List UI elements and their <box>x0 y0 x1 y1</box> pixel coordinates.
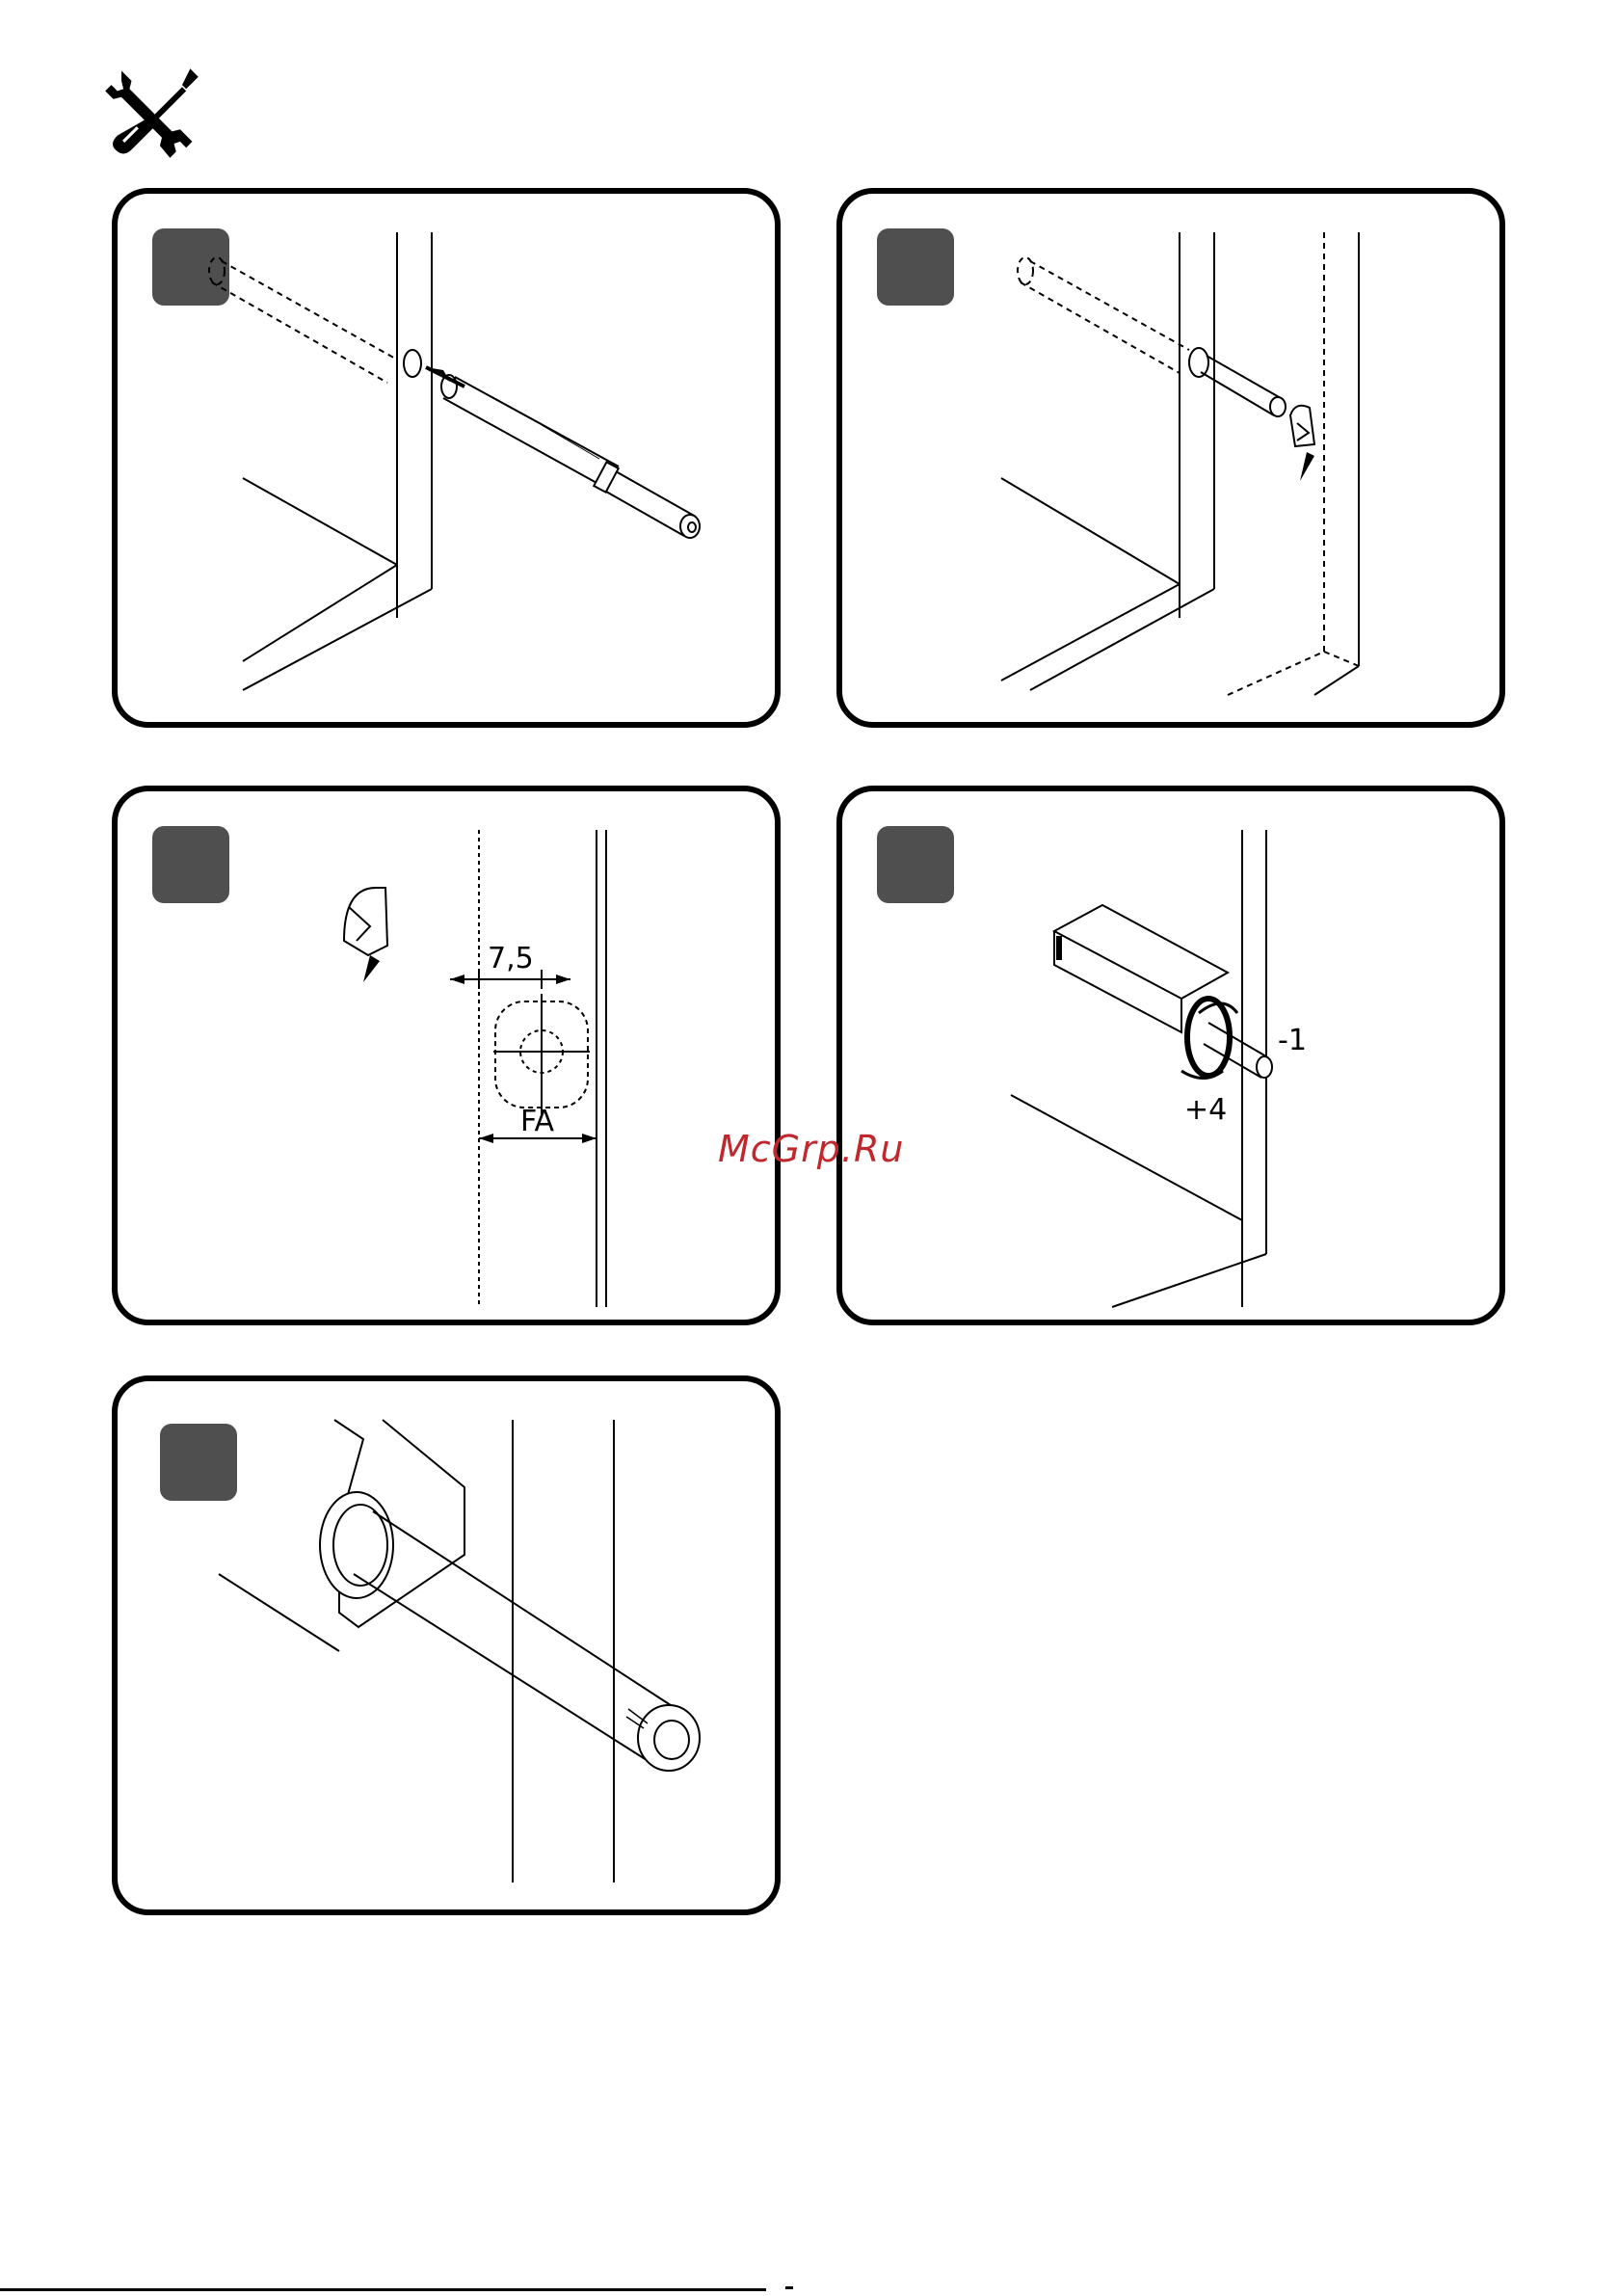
footer-rule <box>0 2288 766 2291</box>
step-3-panel: 7,5 FA <box>112 786 781 1325</box>
insert-pusher-illustration <box>118 194 781 728</box>
step-4-panel: -1 +4 <box>836 786 1505 1325</box>
pusher-detail-illustration <box>118 1381 781 1915</box>
drilling-position-illustration: 7,5 FA <box>118 791 781 1325</box>
step-5-panel <box>112 1375 781 1915</box>
step-2-panel <box>836 188 1505 728</box>
adjust-plus-label: +4 <box>1184 1093 1227 1127</box>
watermark-text: McGrp.Ru <box>718 1128 904 1170</box>
footer-mark <box>785 2286 793 2289</box>
adjust-pusher-illustration: -1 +4 <box>842 791 1505 1325</box>
screwdriver-wrench-icon <box>101 63 202 164</box>
adjust-minus-label: -1 <box>1278 1024 1307 1057</box>
press-pusher-illustration <box>842 194 1505 728</box>
dimension-7-5-label: 7,5 <box>488 942 534 975</box>
dimension-fa-label: FA <box>520 1105 555 1138</box>
step-1-panel <box>112 188 781 728</box>
